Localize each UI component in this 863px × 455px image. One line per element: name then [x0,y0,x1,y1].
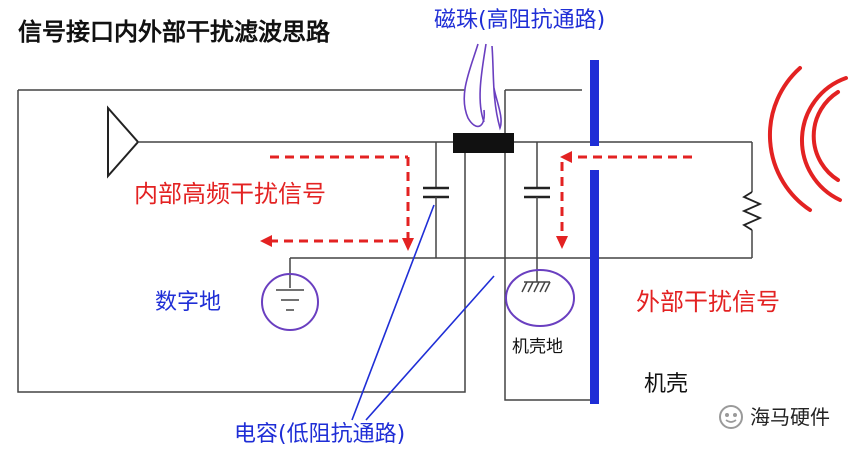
chassis-wall-lower [590,170,599,404]
external-interference-path [560,155,692,238]
bead-annotation-strokes [463,43,502,131]
ferrite-bead-label: 磁珠(高阻抗通路) [434,8,606,33]
chassis-ground-circle [505,269,575,327]
external-arrowhead-left [560,151,572,163]
digital-ground-circle [261,273,319,331]
internal-interference-label: 内部高频干扰信号 [134,180,326,208]
watermark: 海马硬件 [718,404,830,430]
external-interference-waves [767,66,848,212]
external-arrowhead-down [556,236,568,249]
antenna-icon [107,105,140,179]
wechat-icon [719,405,743,429]
digital-ground-label: 数字地 [155,290,222,315]
chassis-wall-upper [590,60,599,146]
capacitor-pointer-lines [351,204,495,421]
chassis-label: 机壳 [644,372,689,397]
internal-interference-path [270,155,410,243]
chassis-enclosure-outline [504,89,590,401]
chassis-ground-label: 机壳地 [512,337,563,357]
external-interference-label: 外部干扰信号 [636,288,780,316]
ferrite-bead [453,133,514,153]
digital-ground-symbol [276,289,304,311]
capacitor-label: 电容(低阻抗通路) [234,422,406,447]
page-title: 信号接口内外部干扰滤波思路 [18,18,330,46]
watermark-text: 海马硬件 [750,405,830,429]
internal-arrowhead-down [402,238,414,251]
left-board-outline [17,89,466,393]
resistor [741,191,763,231]
internal-arrowhead-left [260,235,272,247]
chassis-ground-symbol [521,281,551,293]
